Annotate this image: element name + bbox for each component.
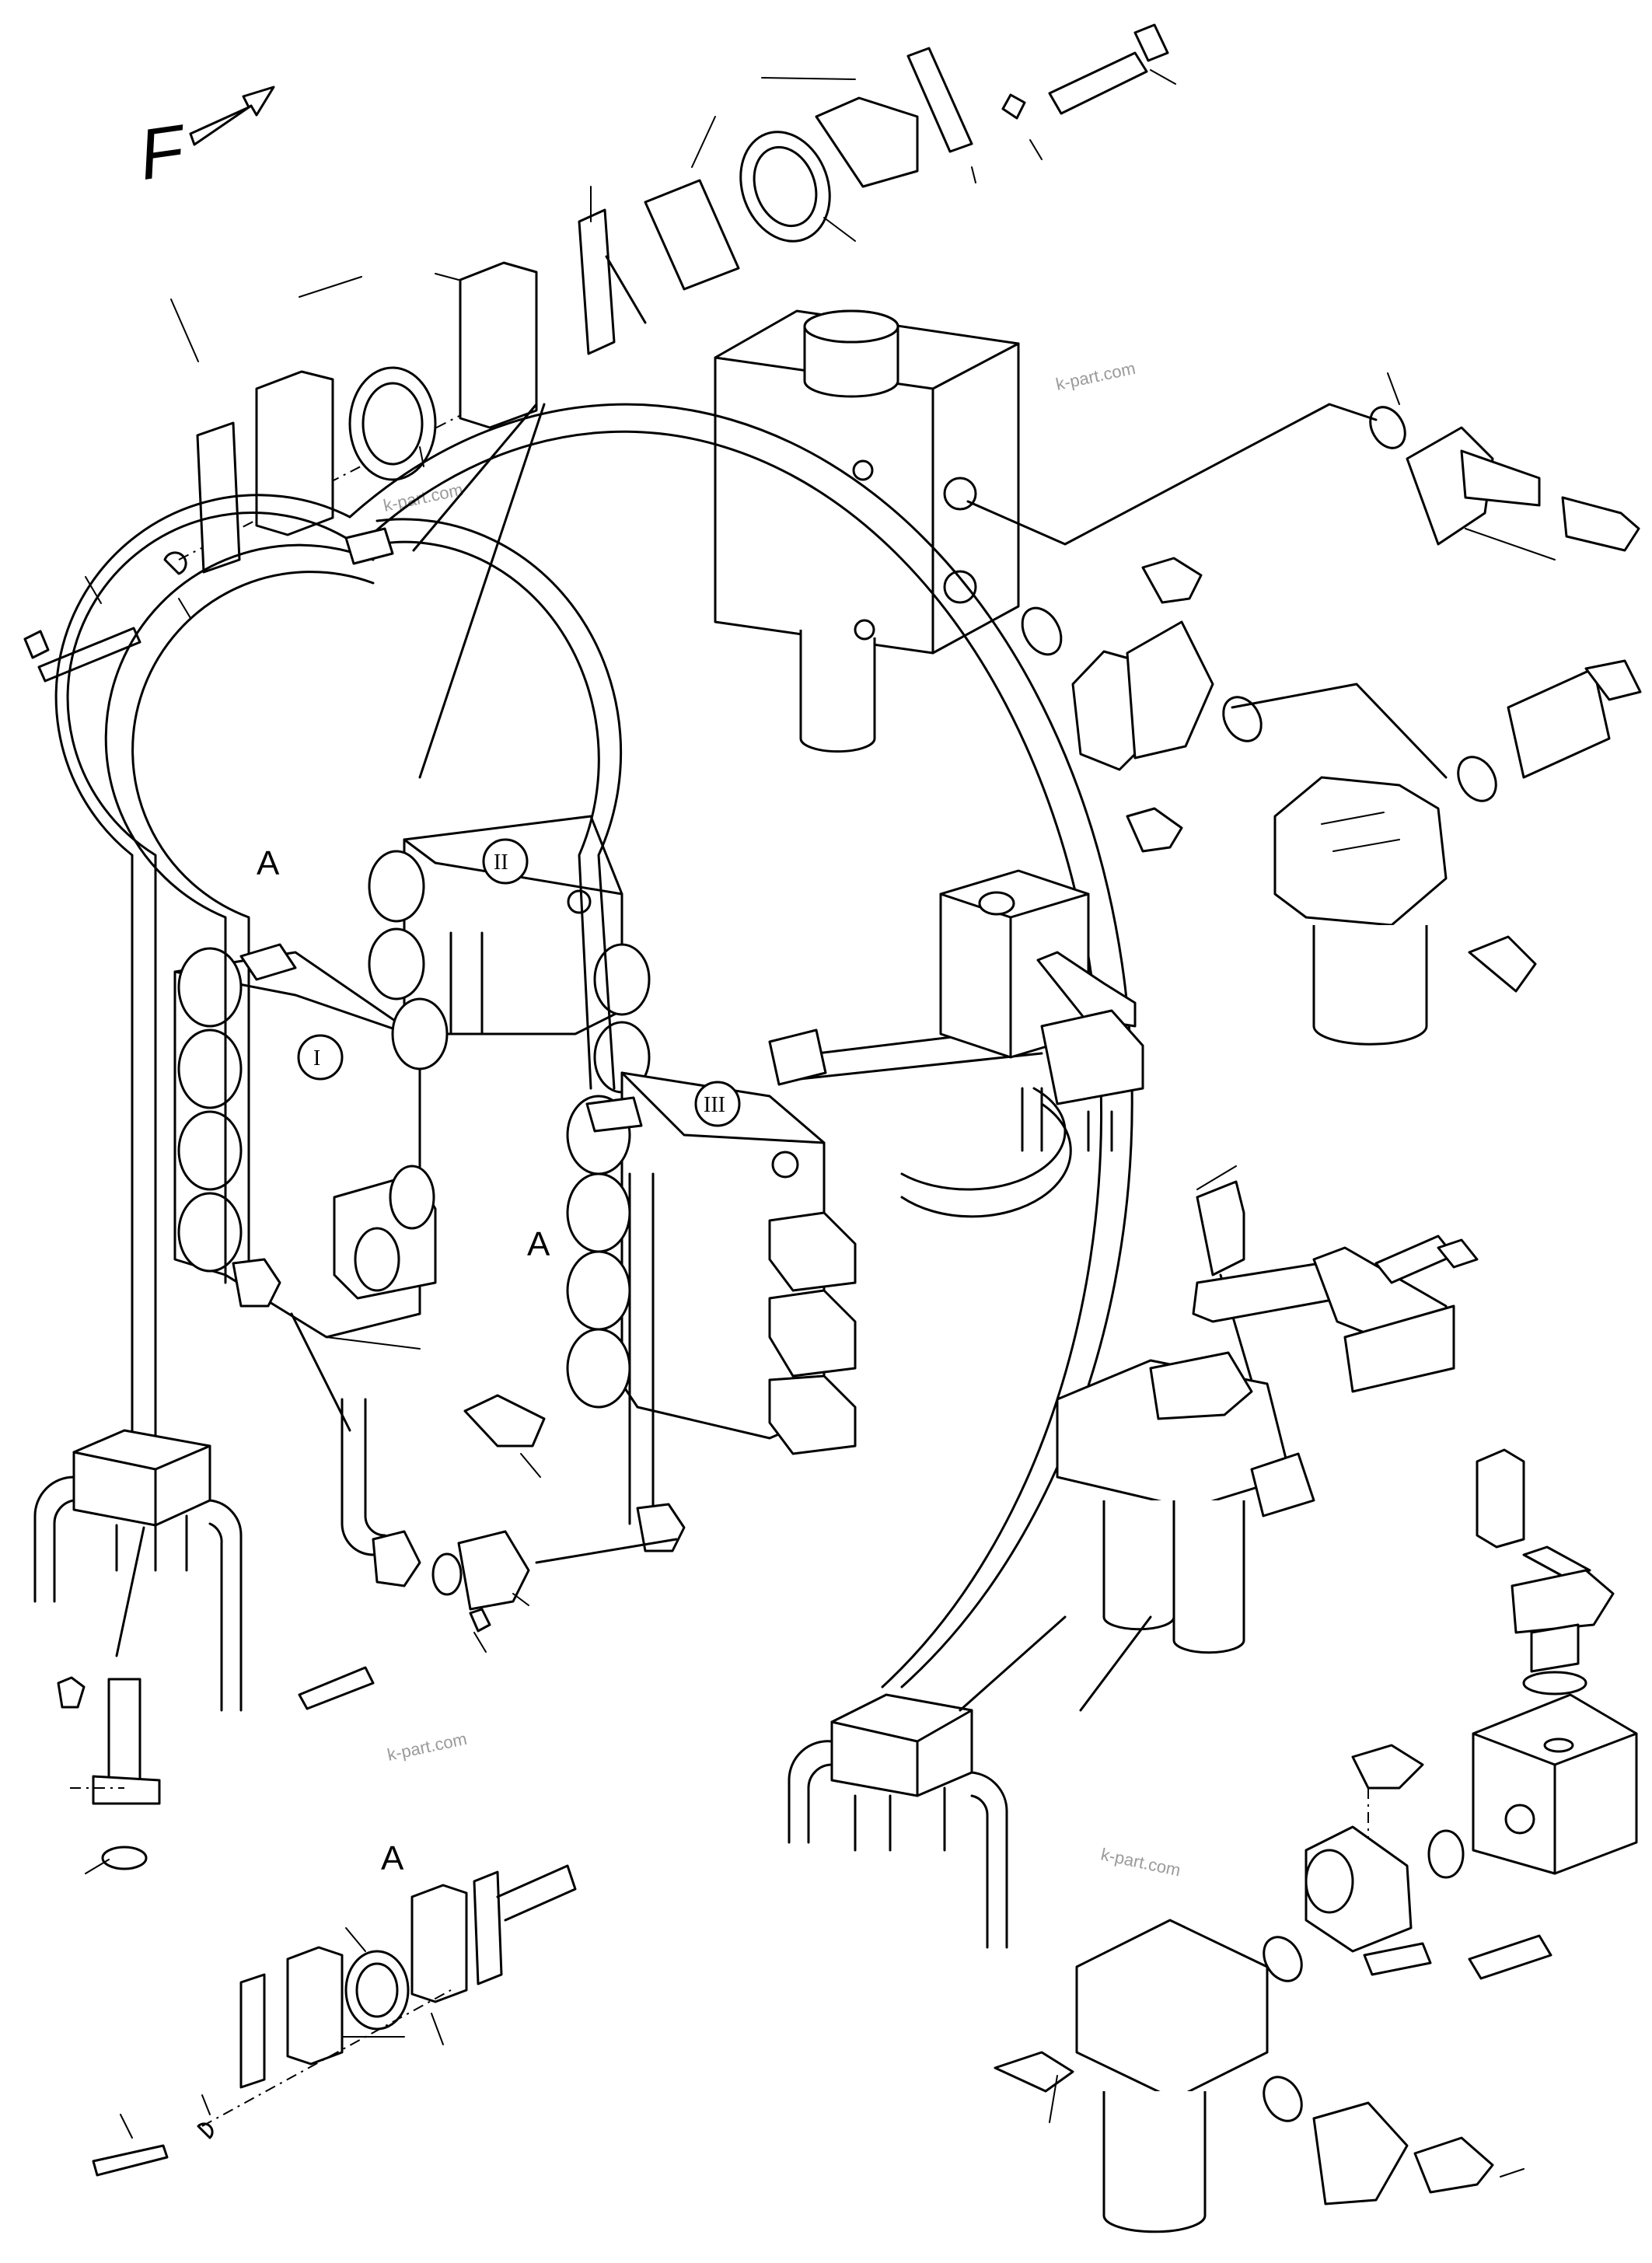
watermark-2: k-part.com	[1054, 358, 1137, 394]
control-valve-1: I	[173, 947, 437, 1350]
detail-a-callouts: A A	[257, 844, 550, 1263]
control-valve-2: II	[368, 815, 651, 1094]
detail-a-title: A	[381, 1839, 404, 1877]
quick-coupler-center	[290, 1312, 546, 1710]
fitting-oring-top-right	[1369, 372, 1640, 561]
valve-label-1: I	[313, 1046, 320, 1070]
detail-a-callout-1: A	[257, 844, 280, 882]
clamp-assembly-upper-left	[23, 186, 647, 779]
detail-a-clamp: A	[92, 1839, 577, 2177]
watermark-3: k-part.com	[386, 1729, 469, 1765]
watermark-1: k-part.com	[382, 480, 465, 515]
watermark-4: k-part.com	[1099, 1844, 1182, 1880]
control-valve-3: III	[535, 1071, 857, 1564]
solenoid-valve-center	[939, 869, 1144, 1152]
view-direction-indicator: F	[134, 86, 275, 195]
double-filter-assembly	[1056, 1165, 1479, 1712]
manifold-block-top	[714, 309, 1378, 753]
arrow-right-icon	[189, 86, 275, 146]
detail-a-callout-2: A	[527, 1225, 550, 1263]
valve-label-2: II	[494, 850, 508, 875]
hose-assembly-left	[33, 494, 351, 1874]
manifold-block-lower-center	[788, 1615, 1067, 1949]
coupling-assembly-upper	[644, 23, 1176, 291]
filter-assembly-upper	[1021, 557, 1642, 1046]
view-label-f: F	[134, 110, 193, 195]
valve-label-3: III	[704, 1093, 725, 1117]
filter-assembly-lower	[994, 1448, 1638, 2233]
